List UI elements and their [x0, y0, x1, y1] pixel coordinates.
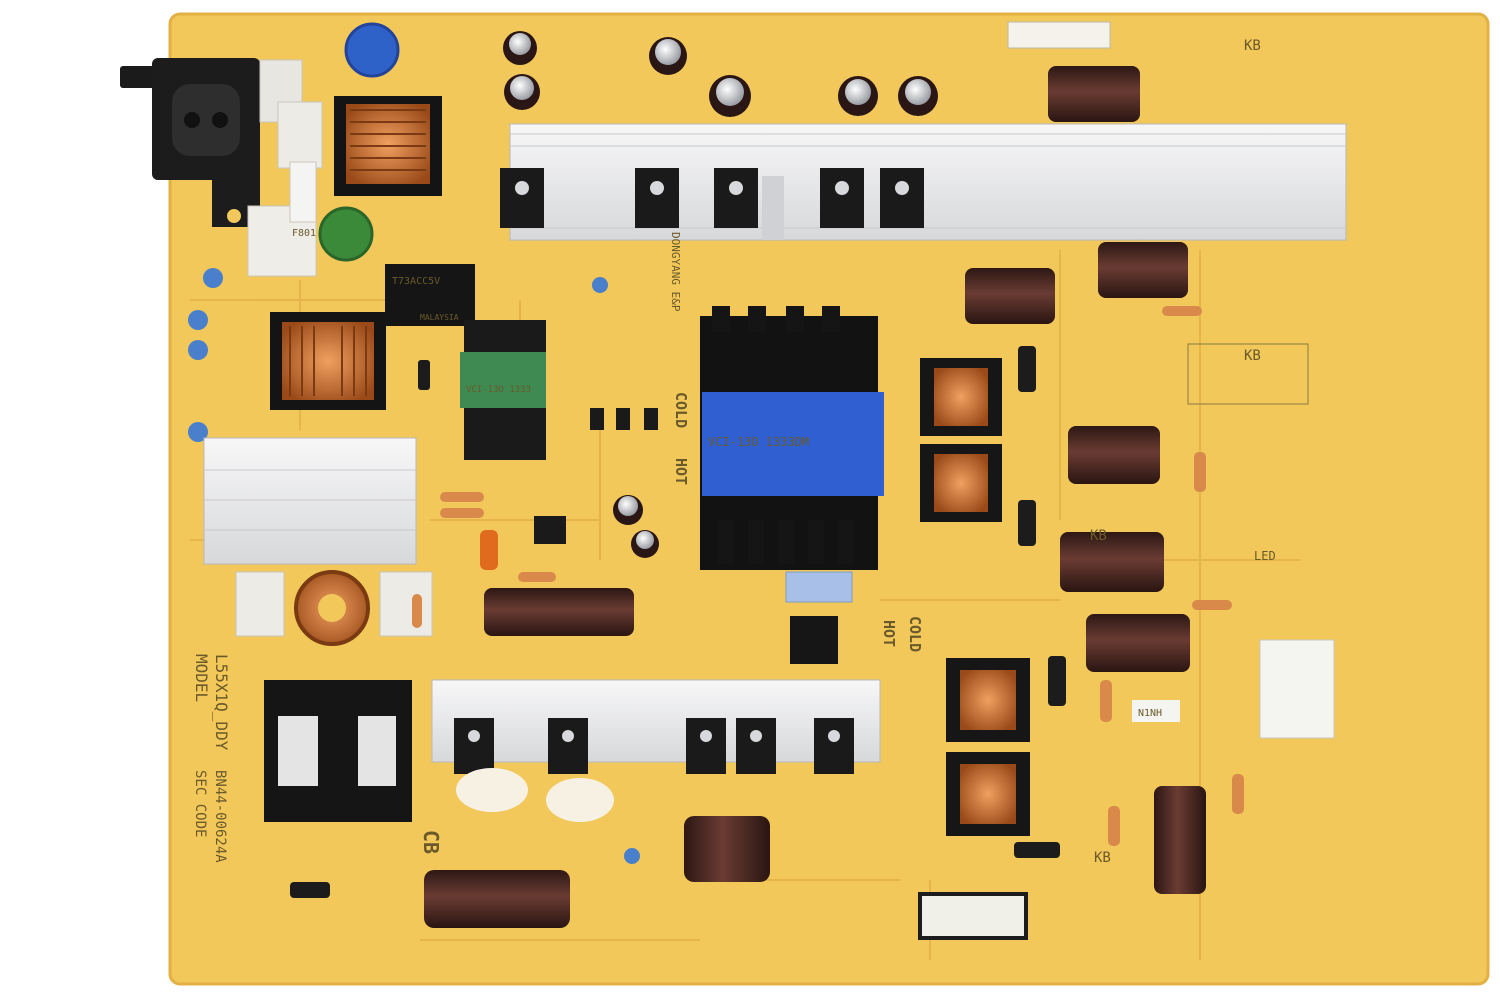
kb-mark: KB	[1244, 348, 1261, 364]
y-capacitor	[592, 277, 608, 293]
spec-table	[1187, 343, 1309, 405]
barcode-sticker	[1259, 639, 1335, 739]
thermistor	[318, 206, 374, 262]
part-number-text: BN44-00624A	[212, 770, 228, 863]
cb-mark-text: CB	[419, 830, 443, 854]
common-mode-choke	[334, 96, 442, 196]
glue-blob	[456, 768, 528, 812]
led-driver-inductors	[920, 358, 1030, 836]
top-connector	[1007, 21, 1111, 49]
cold-text: COLD	[672, 392, 690, 428]
resistors	[412, 306, 1244, 846]
heatsink-tab	[762, 176, 784, 240]
common-mode-choke	[270, 312, 386, 410]
sticker-text: N1NH	[1138, 708, 1162, 719]
led-label: LED	[1254, 549, 1276, 563]
main-transformer-code: VCI-13O 1333DM	[708, 435, 809, 449]
output-connector	[918, 892, 1028, 940]
relay-country-text: MALAYSIA	[420, 313, 459, 322]
model-name-text: L55X1Q_DDY	[212, 654, 231, 751]
y-capacitor	[188, 310, 208, 330]
orange-capacitor	[480, 530, 498, 570]
kb-mark: KB	[1090, 528, 1107, 544]
fuse-label: F801	[292, 228, 316, 239]
film-capacitor	[785, 571, 853, 603]
kb-mark: KB	[1094, 850, 1111, 866]
hot-text: HOT	[880, 620, 898, 647]
y-capacitor	[203, 268, 223, 288]
x-capacitor	[235, 571, 285, 637]
relay: T73ACC5V MALAYSIA	[385, 264, 475, 326]
bottom-heatsink	[431, 679, 881, 763]
y-capacitor	[188, 422, 208, 442]
diodes	[290, 346, 1066, 898]
cold-text: COLD	[906, 616, 924, 652]
left-heatsink-fins	[204, 469, 416, 531]
top-small-capacitors	[503, 31, 938, 558]
kb-mark: KB	[1244, 38, 1261, 54]
manufacturer-text: DONGYANG E&P	[669, 232, 682, 312]
small-choke	[790, 616, 838, 664]
relay-part-text: T73ACC5V	[392, 276, 440, 287]
x-capacitor	[277, 101, 323, 169]
electrolytic-capacitors-right	[965, 66, 1190, 672]
small-sticker	[1132, 700, 1180, 722]
y-capacitor	[624, 848, 640, 864]
electrolytic-capacitors-bottom	[424, 588, 1206, 928]
varistor	[344, 22, 400, 78]
y-capacitor	[188, 340, 208, 360]
glue-blob	[546, 778, 614, 822]
top-mosfets	[500, 168, 924, 228]
ac-power-inlet	[120, 58, 260, 227]
main-transformer: VCI-13O 1333DM	[700, 306, 884, 570]
toroid-inductor	[294, 570, 370, 646]
bottom-mosfets	[454, 718, 854, 774]
sec-code-text: SEC CODE	[192, 770, 208, 837]
aux-transformer: VCI-13O 1333	[460, 320, 546, 460]
fuse-holder	[289, 161, 317, 223]
x-capacitor	[379, 571, 433, 637]
model-line-text: MODEL	[192, 654, 211, 702]
pfc-transformer	[264, 680, 412, 822]
aux-transformer-code: VCI-13O 1333	[466, 385, 531, 395]
ics	[534, 408, 658, 544]
hot-text: HOT	[672, 458, 690, 485]
left-heatsink	[203, 437, 417, 565]
